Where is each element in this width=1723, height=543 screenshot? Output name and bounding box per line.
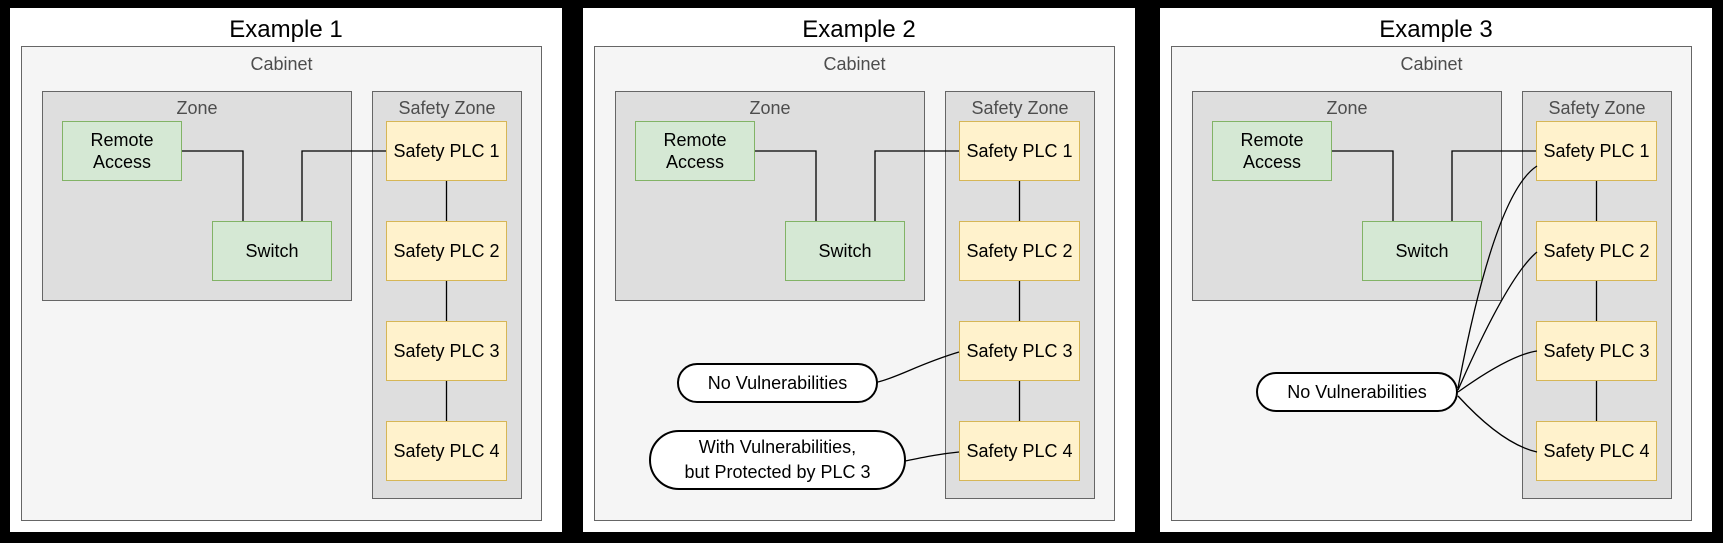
safety-plc-2-node: Safety PLC 2 <box>959 221 1080 281</box>
safety-plc-3-node: Safety PLC 3 <box>1536 321 1657 381</box>
page-title: Example 1 <box>229 16 343 43</box>
safety-plc-2-node: Safety PLC 2 <box>386 221 507 281</box>
cabinet-label: Cabinet <box>823 54 886 74</box>
remote-access-node: Remote Access <box>1212 121 1332 181</box>
remote-access-node: Remote Access <box>62 121 182 181</box>
switch-node: Switch <box>785 221 905 281</box>
page-title: Example 2 <box>802 16 916 43</box>
safety-plc-2-node: Safety PLC 2 <box>1536 221 1657 281</box>
safety-plc-3-node: Safety PLC 3 <box>386 321 507 381</box>
zone-label: Zone <box>1326 98 1368 118</box>
cabinet-label: Cabinet <box>250 54 313 74</box>
safety-zone-label: Safety Zone <box>398 98 496 118</box>
safety-plc-4-node: Safety PLC 4 <box>386 421 507 481</box>
switch-node: Switch <box>212 221 332 281</box>
safety-zone-label: Safety Zone <box>971 98 1069 118</box>
safety-plc-4-node: Safety PLC 4 <box>959 421 1080 481</box>
zone-label: Zone <box>176 98 218 118</box>
panel-example-3: Example 3 Cabinet Zone Safety Zone Remot… <box>1160 8 1712 532</box>
callout-with-vulnerabilities: With Vulnerabilities, but Protected by P… <box>649 430 906 490</box>
zone-label: Zone <box>749 98 791 118</box>
panel-example-2: Example 2 Cabinet Zone Safety Zone Remot… <box>583 8 1135 532</box>
safety-plc-1-node: Safety PLC 1 <box>959 121 1080 181</box>
safety-plc-1-node: Safety PLC 1 <box>1536 121 1657 181</box>
safety-zone-label: Safety Zone <box>1548 98 1646 118</box>
switch-node: Switch <box>1362 221 1482 281</box>
callout-no-vulnerabilities: No Vulnerabilities <box>677 363 878 403</box>
page-title: Example 3 <box>1379 16 1493 43</box>
cabinet-label: Cabinet <box>1400 54 1463 74</box>
remote-access-node: Remote Access <box>635 121 755 181</box>
callout-no-vulnerabilities: No Vulnerabilities <box>1256 372 1458 412</box>
safety-plc-4-node: Safety PLC 4 <box>1536 421 1657 481</box>
safety-plc-1-node: Safety PLC 1 <box>386 121 507 181</box>
safety-plc-3-node: Safety PLC 3 <box>959 321 1080 381</box>
panel-example-1: Example 1 Cabinet Zone Safety Zone Remot… <box>10 8 562 532</box>
